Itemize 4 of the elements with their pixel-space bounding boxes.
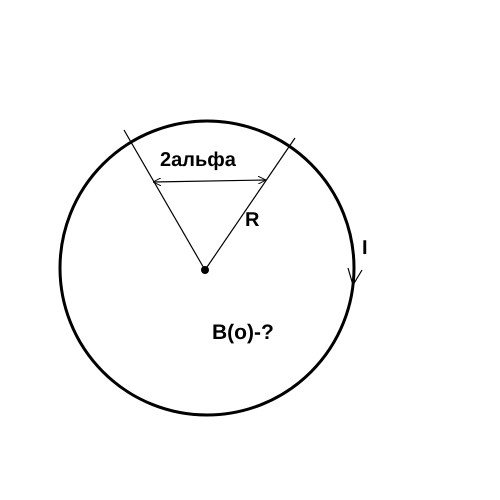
question-label: B(o)-?: [212, 322, 274, 343]
radius-label: R: [245, 210, 260, 230]
angle-label: 2альфа: [160, 150, 236, 170]
current-label: I: [362, 238, 368, 258]
